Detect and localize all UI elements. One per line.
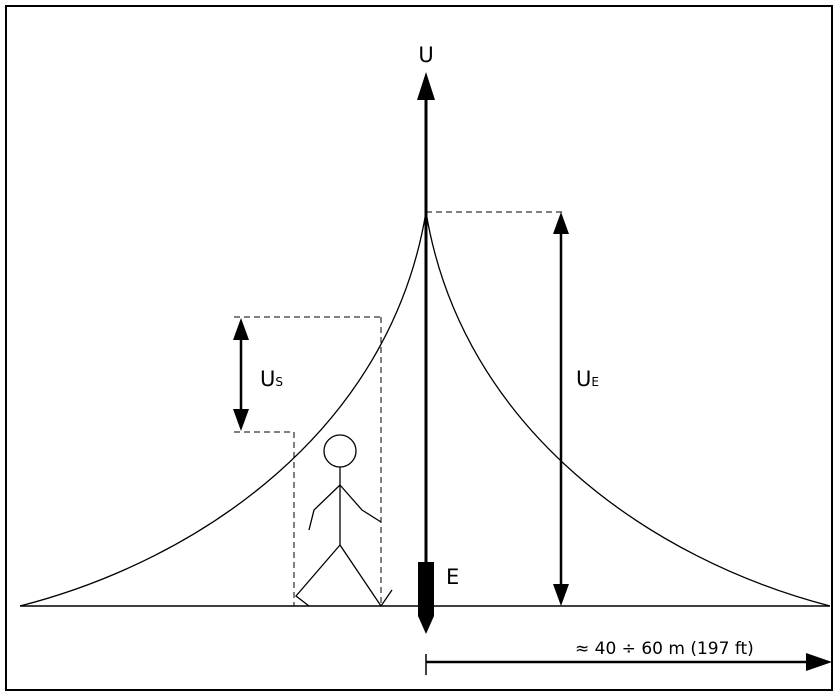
us-label-subscript: S [275,375,283,389]
person-left-leg [295,544,341,607]
ue-arrow-bottom [553,584,569,606]
us-arrow-bottom [233,409,249,431]
person-right-leg [339,544,393,608]
u-axis-arrowhead [417,72,435,100]
distance-arrowhead [806,653,832,671]
person-left-arm [308,484,341,531]
electrode-label: E [446,565,459,589]
potential-curve-right [425,211,831,607]
u-axis-label: U [418,43,433,67]
person-head [323,434,357,468]
us-label: US [260,367,283,391]
earth-electrode [418,562,434,634]
us-label-main: U [260,367,275,391]
ue-label-subscript: E [591,375,599,389]
ue-arrow-top [553,212,569,234]
distance-label: ≈ 40 ÷ 60 m (197 ft) [575,639,754,659]
us-arrow-top [233,318,249,340]
ue-label: UE [576,367,599,391]
ue-label-main: U [576,367,591,391]
potential-curve-left [19,211,427,607]
frame-border [5,5,833,691]
person-figure [295,434,393,608]
person-right-arm [339,484,382,523]
